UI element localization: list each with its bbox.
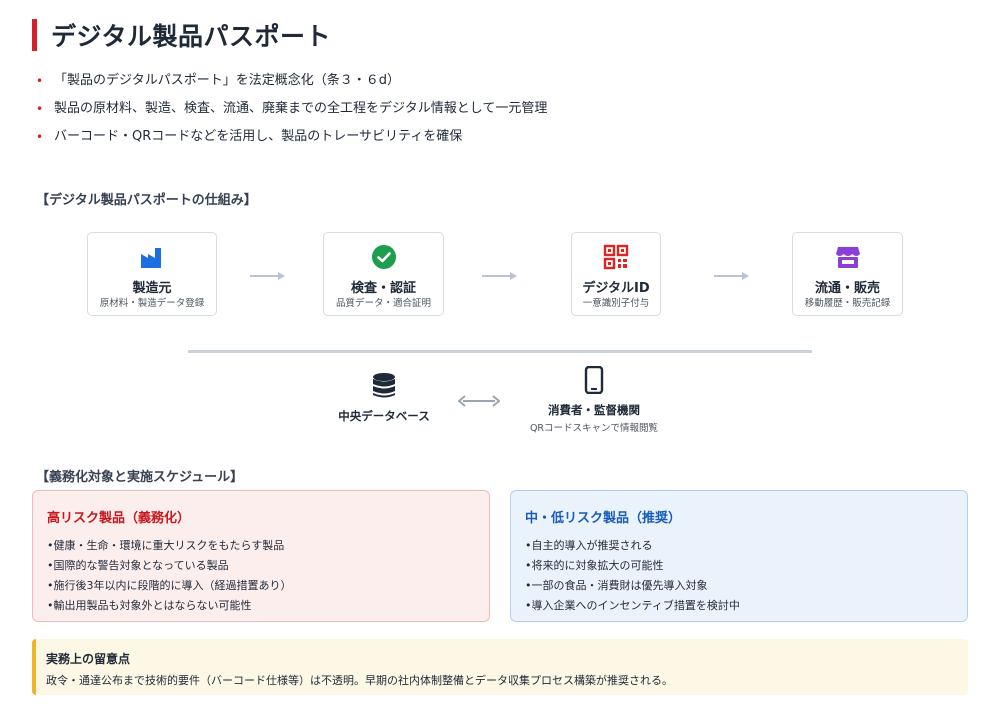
- bullet-marker: •: [36, 74, 44, 88]
- factory-icon: [141, 248, 161, 268]
- flow-step-sub: 一意識別子付与: [582, 298, 650, 309]
- database-icon: [373, 373, 395, 398]
- consumer-label: 消費者・監督機関: [548, 403, 640, 417]
- page-header: デジタル製品パスポート: [32, 18, 331, 52]
- consumer-node: 消費者・監督機関 QRコードスキャンで情報閲覧: [509, 366, 679, 434]
- note-text: 政令・通達公布まで技術的要件（バーコード仕様等）は不透明。早期の社内体制整備とデ…: [46, 674, 673, 687]
- flow-step-name: 流通・販売: [814, 281, 880, 296]
- flow-step-name: 検査・認証: [350, 281, 416, 296]
- high-risk-list: •健康・生命・環境に重大リスクをもたらす製品 •国際的な警告対象となっている製品…: [47, 538, 475, 618]
- bullet-marker: •: [36, 102, 44, 116]
- high-risk-title: 高リスク製品（義務化）: [47, 511, 191, 526]
- list-item: •健康・生命・環境に重大リスクをもたらす製品: [47, 539, 285, 552]
- list-item: •輸出用製品も対象外とはならない可能性: [47, 599, 252, 612]
- flow-step-distribution: 流通・販売 移動履歴・販売記録: [792, 232, 903, 316]
- consumer-sub: QRコードスキャンで情報閲覧: [529, 423, 659, 434]
- mid-low-risk-card: 中・低リスク製品（推奨） •自主的導入が推奨される •将来的に対象拡大の可能性 …: [510, 490, 968, 622]
- list-item: •導入企業へのインセンティブ措置を検討中: [525, 599, 740, 612]
- flow-divider-line: [188, 350, 812, 353]
- flow-step-name: デジタルID: [582, 281, 650, 296]
- list-item: •施行後3年以内に段階的に導入（経過措置あり）: [47, 579, 292, 592]
- schedule-section-label: 【義務化対象と実施スケジュール】: [36, 470, 244, 485]
- flow-arrow-icon: [250, 272, 285, 280]
- flow-arrow-icon: [714, 272, 749, 280]
- flow-step-sub: 移動履歴・販売記録: [804, 298, 891, 309]
- page-title: デジタル製品パスポート: [51, 22, 332, 51]
- central-database-node: 中央データベース: [324, 372, 444, 424]
- bullet-marker: •: [36, 130, 44, 144]
- bullet-item: •バーコード・QRコードなどを活用し、製品のトレーサビリティを確保: [36, 128, 547, 156]
- flow-step-inspection: 検査・認証 品質データ・適合証明: [323, 232, 444, 316]
- flow-step-sub: 品質データ・適合証明: [335, 298, 431, 309]
- qr-code-icon: [603, 244, 629, 270]
- store-icon: [835, 247, 860, 268]
- list-item: •自主的導入が推奨される: [525, 539, 653, 552]
- bullet-item: •「製品のデジタルパスポート」を法定概念化（条３・６d）: [36, 72, 547, 100]
- database-label: 中央データベース: [338, 409, 430, 423]
- list-item: •一部の食品・消費財は優先導入対象: [525, 579, 708, 592]
- mid-low-risk-title: 中・低リスク製品（推奨）: [525, 511, 682, 526]
- bullet-item: •製品の原材料、製造、検査、流通、廃棄までの全工程をデジタル情報として一元管理: [36, 100, 547, 128]
- bidirectional-arrow-icon: [458, 395, 500, 407]
- flow-step-manufacturer: 製造元 原材料・製造データ登録: [87, 232, 217, 316]
- high-risk-card: 高リスク製品（義務化） •健康・生命・環境に重大リスクをもたらす製品 •国際的な…: [32, 490, 490, 622]
- flow-step-digital-id: デジタルID 一意識別子付与: [571, 232, 661, 316]
- smartphone-icon: [584, 366, 604, 394]
- mid-low-risk-list: •自主的導入が推奨される •将来的に対象拡大の可能性 •一部の食品・消費財は優先…: [525, 538, 953, 618]
- flow-step-name: 製造元: [132, 281, 172, 296]
- summary-bullets: •「製品のデジタルパスポート」を法定概念化（条３・６d） •製品の原材料、製造、…: [36, 72, 547, 156]
- mechanism-section-label: 【デジタル製品パスポートの仕組み】: [36, 193, 257, 208]
- check-circle-icon: [371, 245, 396, 269]
- note-title: 実務上の留意点: [46, 652, 131, 666]
- flow-step-sub: 原材料・製造データ登録: [99, 298, 205, 309]
- practical-notes-callout: 実務上の留意点 政令・通達公布まで技術的要件（バーコード仕様等）は不透明。早期の…: [32, 639, 968, 695]
- list-item: •将来的に対象拡大の可能性: [525, 559, 664, 572]
- flow-arrow-icon: [482, 272, 517, 280]
- title-accent-bar: [32, 19, 37, 51]
- list-item: •国際的な警告対象となっている製品: [47, 559, 229, 572]
